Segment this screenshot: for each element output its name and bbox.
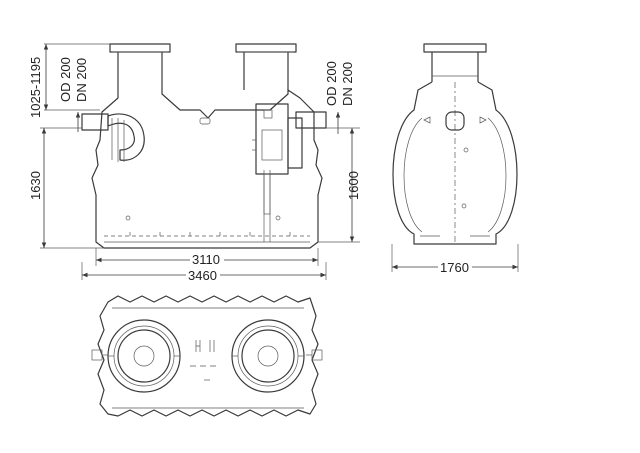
inner-length-label: 3110 xyxy=(192,252,220,267)
width-label: 1760 xyxy=(440,260,469,275)
height-right-label: 1600 xyxy=(346,171,361,200)
end-view: 1760 xyxy=(391,43,519,275)
side-view: 1025-1195 OD 200 DN 200 1630 OD 200 DN 2… xyxy=(28,43,361,283)
dim-height-left: 1630 xyxy=(28,127,104,249)
left-manhole-riser xyxy=(109,43,171,90)
top-view xyxy=(91,295,323,417)
tank-body-outline xyxy=(91,89,323,249)
inlet-pipe xyxy=(81,113,145,162)
dim-height-right: 1600 xyxy=(318,127,361,243)
left-pipe-od-label: OD 200 xyxy=(58,57,73,102)
dim-lid-range: 1025-1195 xyxy=(28,43,110,118)
outer-length-label: 3460 xyxy=(188,268,217,283)
lid-range-label: 1025-1195 xyxy=(28,57,43,118)
outlet-assembly xyxy=(252,103,327,215)
center-markings xyxy=(190,340,216,381)
height-left-label: 1630 xyxy=(28,171,43,200)
dim-outer-length: 3460 xyxy=(81,262,327,283)
dim-inner-length: 3110 xyxy=(95,248,319,267)
dim-width: 1760 xyxy=(391,244,519,275)
left-pipe-labels: OD 200 DN 200 xyxy=(58,57,89,132)
left-pipe-dn-label: DN 200 xyxy=(74,58,89,102)
end-view-body-outline xyxy=(392,81,518,245)
right-pipe-od-label: OD 200 xyxy=(324,61,339,106)
right-pipe-dn-label: DN 200 xyxy=(340,62,355,106)
right-manhole-riser xyxy=(235,43,297,90)
right-manhole-lid xyxy=(231,319,305,393)
left-manhole-lid xyxy=(107,319,181,393)
right-pipe-labels: OD 200 DN 200 xyxy=(324,61,355,134)
top-view-outline xyxy=(97,295,319,417)
